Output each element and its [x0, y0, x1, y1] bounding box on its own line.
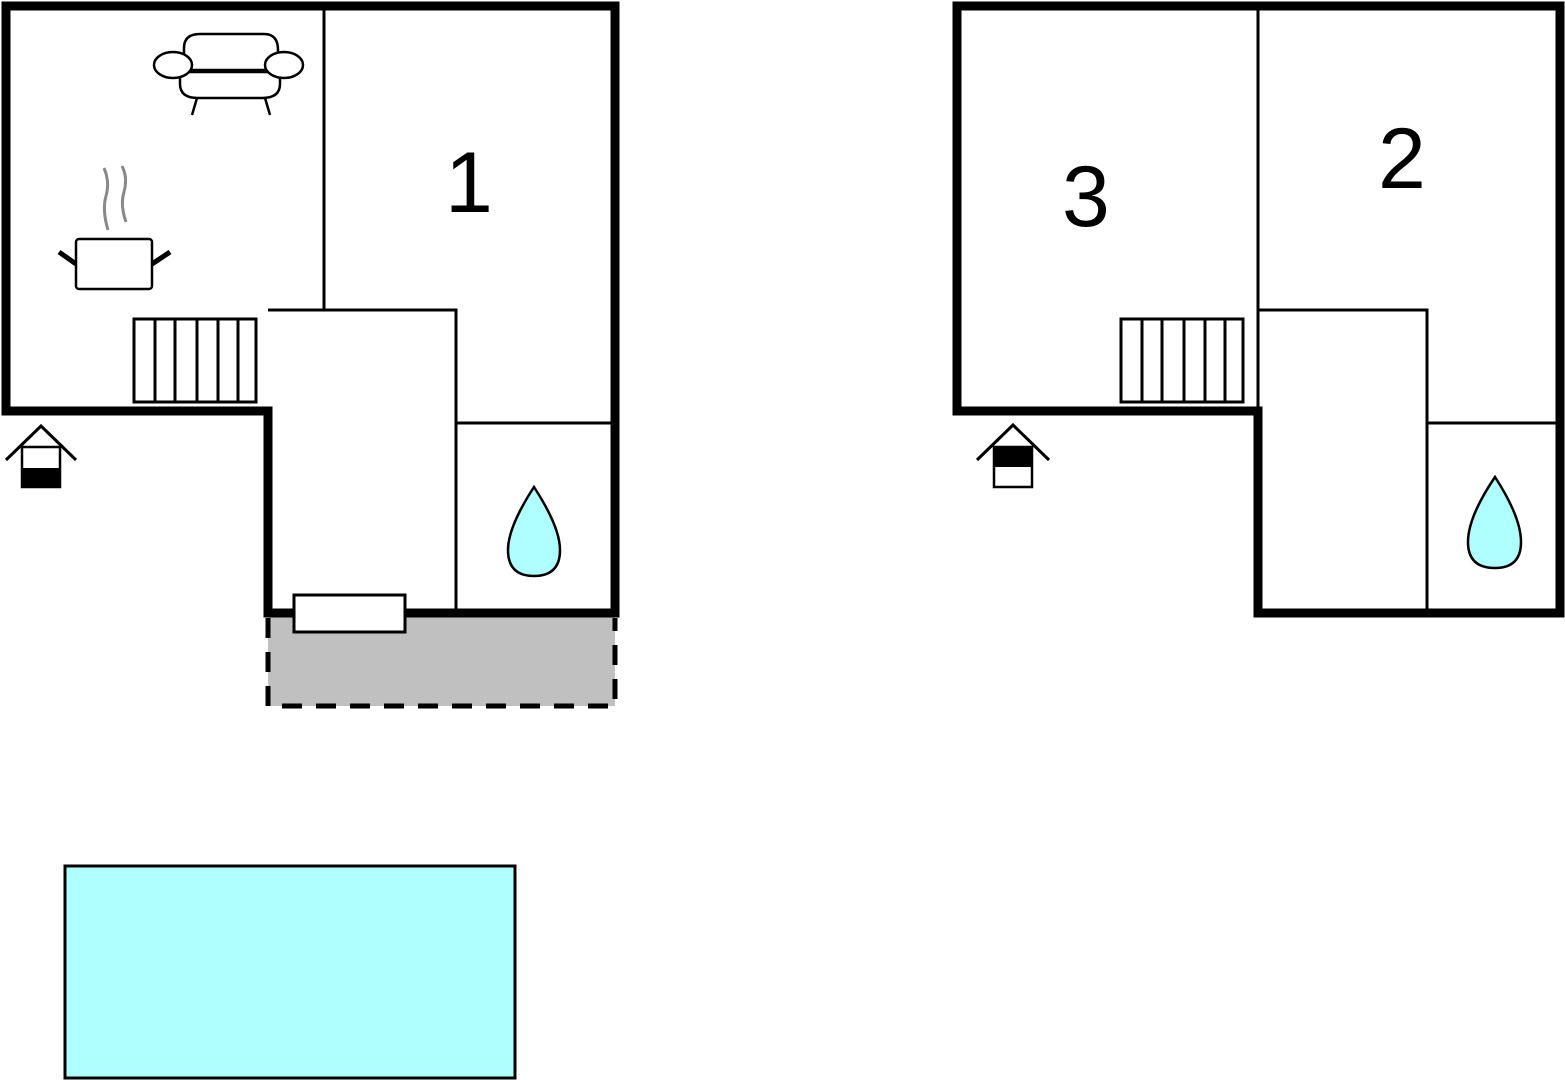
sofa-icon [152, 32, 305, 116]
stairs-icon [1119, 317, 1245, 404]
floor-indicator-icon [4, 423, 78, 489]
swimming-pool [63, 864, 517, 1080]
door-icon [292, 593, 407, 634]
wall-hallway [268, 308, 458, 613]
upper-floor-plan: 3 2 [952, 1, 1565, 618]
wall-upper-hallway [1258, 308, 1429, 613]
cooking-pot-icon [57, 165, 172, 291]
bathroom-drop-icon [1466, 474, 1523, 570]
terrace-dashed-border [265, 618, 618, 709]
ground-floor-plan: 1 [1, 1, 620, 709]
stairs-icon [132, 317, 258, 404]
ground-outer-wall [1, 1, 620, 618]
room-label-1: 1 [445, 135, 493, 231]
room-label-2: 2 [1378, 111, 1426, 207]
upper-outer-wall [952, 1, 1565, 618]
room-label-3: 3 [1062, 149, 1110, 245]
floor-indicator-icon [975, 422, 1051, 489]
bathroom-drop-icon [506, 484, 562, 578]
